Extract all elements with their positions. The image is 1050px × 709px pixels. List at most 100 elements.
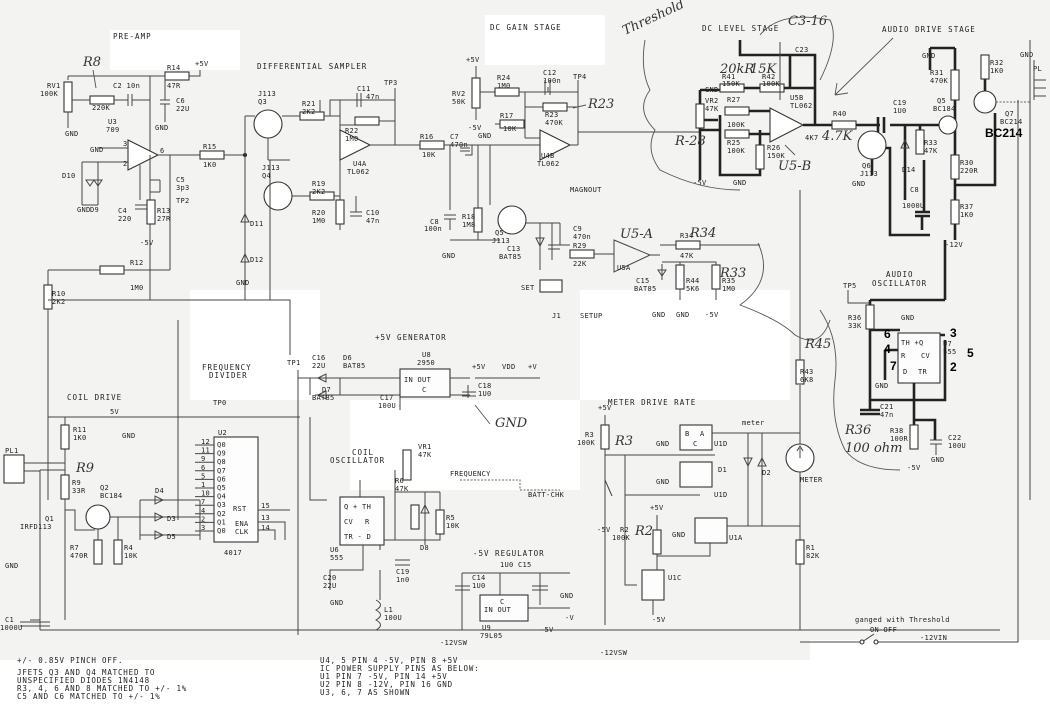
- c10-label: C10: [366, 209, 380, 217]
- c17-label: C17: [380, 394, 394, 402]
- r35-label: R35: [722, 277, 736, 285]
- c12-label: C12: [543, 69, 557, 77]
- section-title-coil-oscillator: COIL: [352, 448, 374, 457]
- u2-pin-number: 7: [201, 498, 206, 506]
- section-title-dc-level-stage: DC LEVEL STAGE: [702, 24, 779, 33]
- handwritten-r33: R33: [719, 266, 746, 281]
- rv2-potentiometer[interactable]: [471, 77, 481, 109]
- r5-value: 10K: [446, 522, 460, 530]
- u7-555-timer: [897, 332, 941, 384]
- section-title-audio-oscillator-2: OSCILLATOR: [872, 279, 927, 288]
- differential-sampler-block: J113 Q3 J113 Q4 R21 2K2 R19 2K2 C11 47n …: [48, 79, 445, 301]
- magnout-label: MAGNOUT: [570, 186, 602, 194]
- vr1-potentiometer[interactable]: [402, 449, 412, 481]
- section-title-audio-oscillator: AUDIO: [886, 270, 914, 279]
- handwritten-20kr: 20kR: [719, 62, 754, 77]
- minus5v-label: -5V: [468, 124, 482, 132]
- r26-label: R26: [767, 144, 781, 152]
- set-label: SET: [521, 284, 535, 292]
- handwritten-r34: R34: [689, 226, 716, 241]
- r21-value: 2K2: [302, 108, 316, 116]
- plus5v-label: +5V: [650, 504, 664, 512]
- c21-value: 47n: [880, 411, 894, 419]
- tp1-label: TP1: [287, 359, 301, 367]
- r3-potentiometer[interactable]: [600, 424, 610, 450]
- r38-value: 100R: [890, 435, 909, 443]
- r22-label: R22: [345, 127, 359, 135]
- c13-label: C13: [507, 245, 521, 253]
- setup-jumper[interactable]: [539, 279, 563, 293]
- r31-resistor: [950, 69, 960, 101]
- r9-resistor: [60, 474, 70, 500]
- c12-value: 100n: [543, 77, 561, 85]
- note-capacitors-matched: C5 AND C6 MATCHED TO +/- 1%: [17, 692, 161, 701]
- q3-part: J113: [258, 90, 276, 98]
- r34-value: 47K: [680, 252, 694, 260]
- plus5v-label: 5V: [110, 408, 120, 416]
- r37-label: R37: [960, 203, 974, 211]
- c13-value: BAT85: [499, 253, 522, 261]
- u3-label: U3: [108, 118, 117, 126]
- gnd-label: GND: [330, 599, 344, 607]
- r20-label: R20: [312, 209, 326, 217]
- r30-value: 220R: [960, 167, 979, 175]
- r18-label: R18: [462, 213, 476, 221]
- r37-value: 1K0: [960, 211, 974, 219]
- u2-pin-q0: Q0: [217, 527, 226, 535]
- r38-resistor: [909, 424, 919, 450]
- r6-resistor: [410, 504, 420, 530]
- handwritten-annotations: Threshold R8 R23 R-28 R34 R33 U5-A U5-B …: [75, 0, 902, 539]
- c9-value: 470n: [573, 233, 591, 241]
- c19-label: C19: [893, 99, 907, 107]
- minus12vsw-label: -12VSW: [440, 639, 468, 647]
- c7-value: 470n: [450, 141, 468, 149]
- u2-pin-q4: Q4: [217, 493, 226, 501]
- vr2-potentiometer[interactable]: [695, 103, 705, 129]
- coil-drive-block: R11 1K0 5V GND PL1 R9 33R Q2 BC184 Q1 IR…: [0, 408, 1000, 632]
- r3-value: 100K: [577, 439, 596, 447]
- c17-value: 100U: [378, 402, 396, 410]
- switch-contact: [873, 639, 879, 645]
- u2-pin-q7: Q7: [217, 467, 226, 475]
- q5-jfet: [497, 205, 527, 235]
- rv1-potentiometer[interactable]: [63, 81, 73, 113]
- gnd-label: GND: [122, 432, 136, 440]
- r40-value: 4K7: [805, 134, 819, 142]
- q7-label: Q7: [1005, 110, 1014, 118]
- u2-pin-q1: Q1: [217, 518, 226, 526]
- r42-label: R42: [762, 73, 776, 81]
- r20-resistor: [335, 199, 345, 225]
- minus5v-label: -5V: [652, 616, 666, 624]
- u2-pin-number: 3: [201, 524, 206, 532]
- on-off-switch-label[interactable]: ON-OFF: [870, 626, 897, 634]
- gnd-label: GND: [705, 86, 719, 94]
- r36-value: 33K: [848, 322, 862, 330]
- pl1-connector[interactable]: [3, 454, 25, 484]
- r33-resistor: [915, 129, 925, 155]
- pin-6: 6: [160, 147, 165, 155]
- u1a-gate: [694, 517, 728, 544]
- note-power-u3-u6-u7: U3, 6, 7 AS SHOWN: [320, 688, 410, 697]
- gnd-label: GND: [875, 382, 889, 390]
- c8-value: 1000U: [902, 202, 925, 210]
- section-title-preamp: PRE-AMP: [113, 32, 152, 41]
- handwritten-r9: R9: [75, 461, 94, 476]
- u4a-opamp: [339, 129, 372, 161]
- c19-value: 1U0: [893, 107, 907, 115]
- meter-drive-block: R43 6K8 +5V R3 100K meter METER U1D U1D …: [528, 190, 823, 657]
- tp3-label: TP3: [384, 79, 398, 87]
- section-title-frequency-divider-2: DIVIDER: [209, 371, 248, 380]
- r44-resistor: [675, 264, 685, 290]
- r36-label: R36: [848, 314, 862, 322]
- gnd-label: GND: [901, 314, 915, 322]
- d6-label: D6: [343, 354, 352, 362]
- u6-pins-top: Q + TH: [344, 503, 371, 511]
- section-title-meter-drive-rate: METER DRIVE RATE: [608, 398, 696, 407]
- batt-chk-label[interactable]: BATT-CHK: [528, 491, 565, 499]
- plus5v-generator-block: TP1 C16 22U D6 BAT85 U8 2950 IN OUT C +5…: [287, 351, 540, 635]
- tp4-label: TP4: [573, 73, 587, 81]
- r2-label: R2: [620, 526, 629, 534]
- r41-label: R41: [722, 73, 736, 81]
- c4-value: 220: [118, 215, 132, 223]
- pin-annotation-4: 4: [884, 342, 891, 356]
